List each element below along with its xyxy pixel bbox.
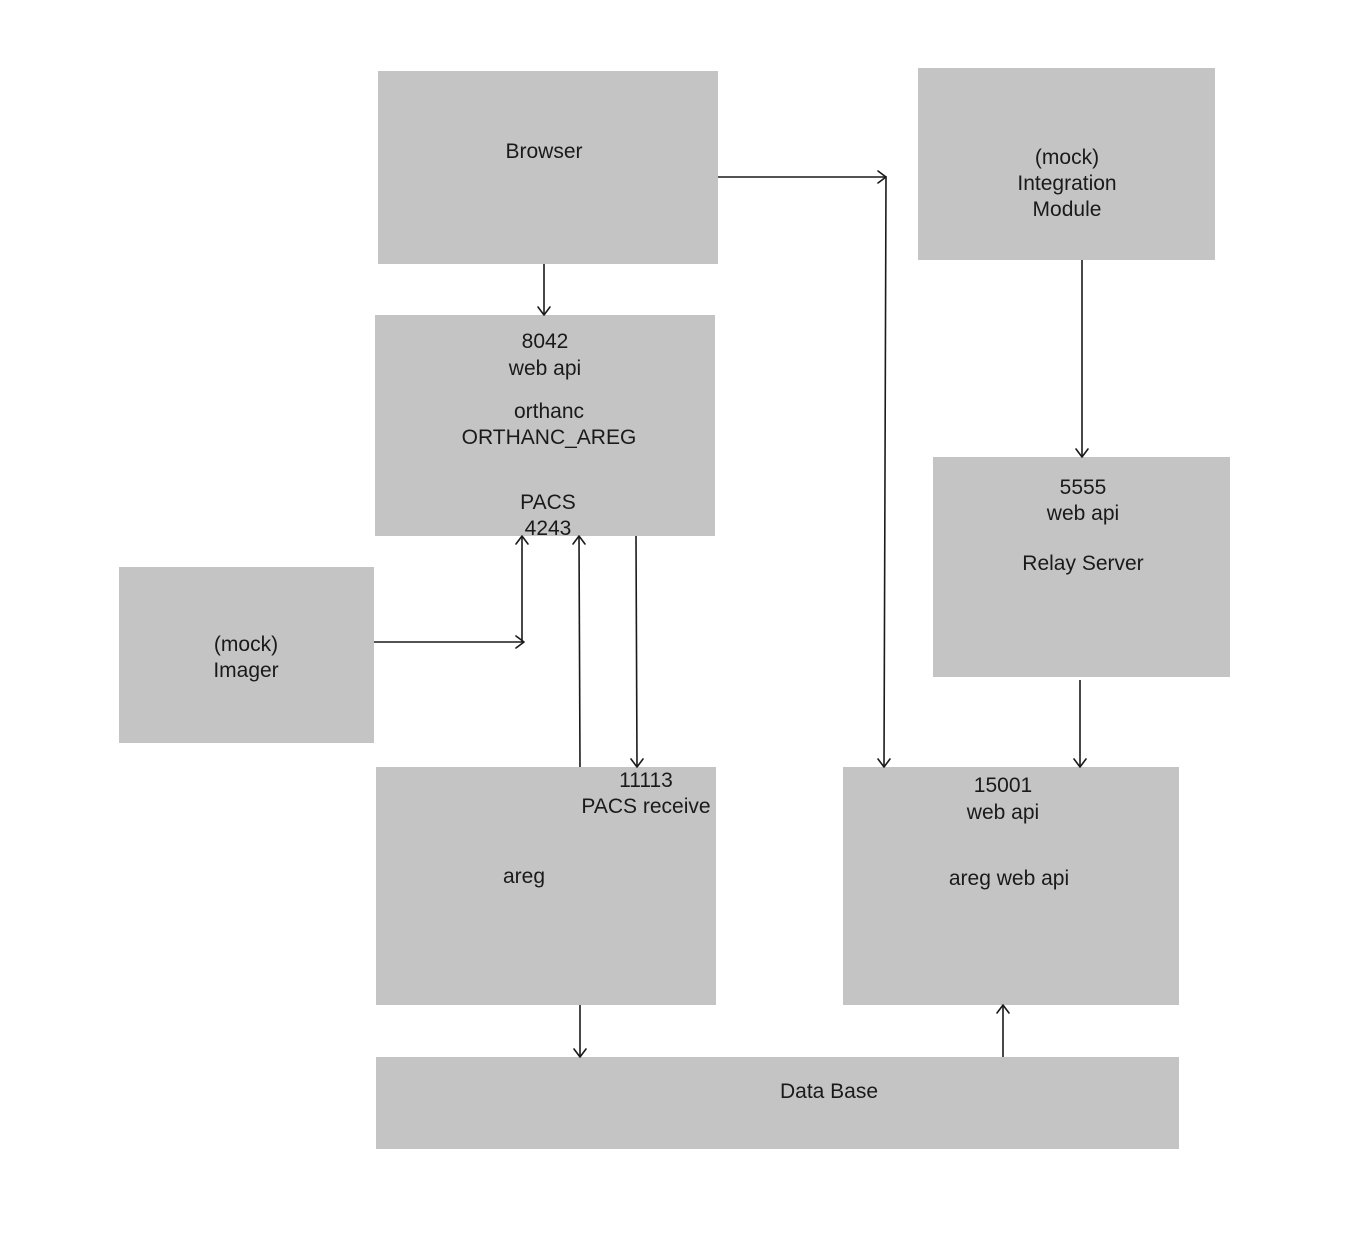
- areg-web-api-box: [843, 767, 1179, 1005]
- arrowhead: [515, 535, 529, 545]
- node-relay-server: 5555 web api Relay Server: [933, 457, 1230, 677]
- edge-browser-to-orthanc: [537, 264, 551, 316]
- edge-relay-to-areg-web-api: [1073, 680, 1087, 768]
- arrowhead: [1075, 448, 1089, 458]
- integration-module-label-line2: Integration: [1017, 172, 1116, 195]
- node-browser: Browser: [378, 71, 718, 264]
- integration-module-label-line1: (mock): [1035, 146, 1099, 169]
- arrowhead: [877, 758, 891, 768]
- edge-browser-to-areg-web-api: [718, 170, 891, 768]
- orthanc-pacs-label: PACS: [520, 491, 576, 514]
- edge-imager-to-orthanc: [374, 535, 529, 649]
- imager-box: [119, 567, 374, 743]
- imager-label-line1: (mock): [214, 633, 278, 656]
- areg-pacs-receive-label: PACS receive: [581, 795, 710, 818]
- areg-web-api-name-label: areg web api: [949, 867, 1069, 890]
- relay-server-port-label: 5555: [1060, 476, 1107, 499]
- relay-server-box: [933, 457, 1230, 677]
- areg-box: [376, 767, 716, 1005]
- database-box: [376, 1057, 1179, 1149]
- areg-name-label: areg: [503, 865, 545, 888]
- orthanc-name-label: orthanc: [514, 400, 584, 423]
- imager-label-line2: Imager: [213, 659, 278, 682]
- node-areg: 11113 PACS receive areg: [376, 767, 716, 1005]
- arrowhead: [996, 1004, 1010, 1014]
- edge-integration-to-relay: [1075, 260, 1089, 458]
- orthanc-webapi-label: web api: [508, 357, 581, 380]
- relay-server-webapi-label: web api: [1046, 502, 1119, 525]
- areg-web-api-port-label: 15001: [974, 774, 1032, 797]
- integration-module-label-line3: Module: [1033, 198, 1102, 221]
- node-areg-web-api: 15001 web api areg web api: [843, 767, 1179, 1005]
- node-imager: (mock) Imager: [119, 567, 374, 743]
- edge-orthanc-to-areg: [630, 535, 644, 768]
- arrowhead: [630, 758, 644, 768]
- areg-port-label: 11113: [619, 769, 673, 792]
- relay-server-name-label: Relay Server: [1022, 552, 1143, 575]
- arrowhead: [877, 170, 887, 184]
- arrowhead: [515, 635, 525, 649]
- orthanc-pacs-port-label: 4243: [525, 517, 572, 540]
- arrowhead: [1073, 758, 1087, 768]
- orthanc-box: [375, 315, 715, 536]
- arrowhead: [572, 535, 586, 545]
- node-integration-module: (mock) Integration Module: [918, 68, 1215, 260]
- edge-areg-to-database: [573, 1005, 587, 1058]
- arrowhead: [537, 306, 551, 316]
- orthanc-aet-label: ORTHANC_AREG: [462, 426, 637, 449]
- arrowhead: [573, 1048, 587, 1058]
- database-label: Data Base: [780, 1080, 878, 1103]
- node-orthanc: 8042 web api orthanc ORTHANC_AREG PACS 4…: [375, 315, 715, 540]
- orthanc-port-label: 8042: [522, 330, 569, 353]
- browser-label: Browser: [505, 140, 582, 163]
- integration-module-box: [918, 68, 1215, 260]
- node-database: Data Base: [376, 1057, 1179, 1149]
- browser-box: [378, 71, 718, 264]
- areg-web-api-webapi-label: web api: [966, 801, 1039, 824]
- edge-database-to-areg-web-api: [996, 1004, 1010, 1057]
- edge-areg-to-orthanc: [572, 535, 586, 768]
